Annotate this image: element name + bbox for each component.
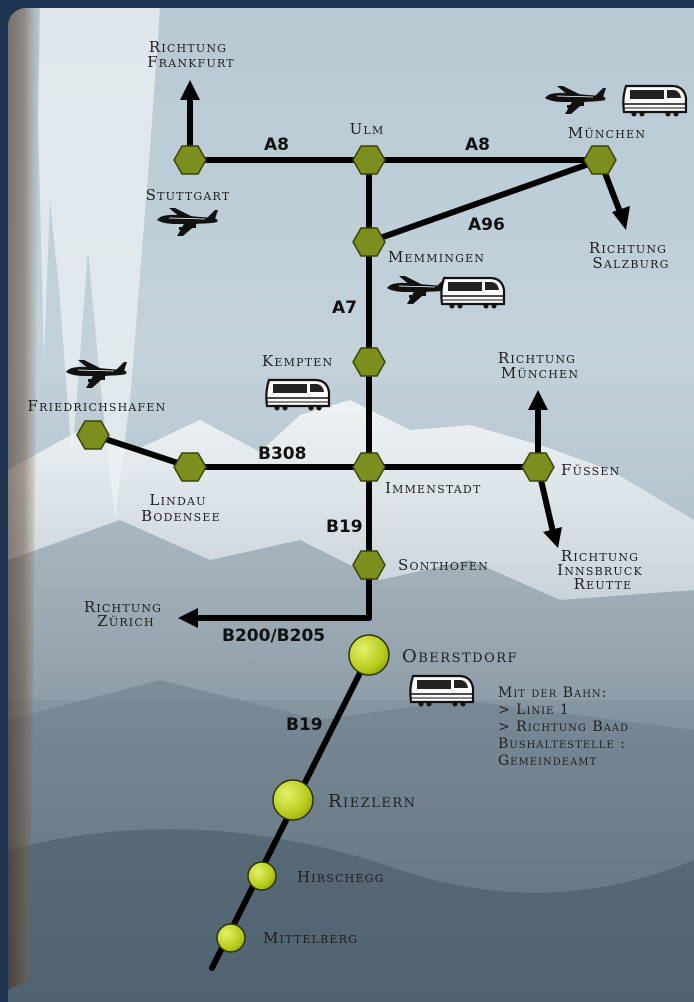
city-label-memmingen: Memmingen [388, 248, 485, 266]
train-icon [622, 84, 688, 118]
arrow-icon [543, 527, 562, 548]
node-stuttgart[interactable] [173, 145, 207, 175]
node-friedrichshafen[interactable] [76, 420, 110, 450]
city-labels: Stuttgart Ulm München Memmingen Kempten … [28, 120, 646, 947]
direction-label-innsbruck: Richtung Innsbruck Reutte [557, 547, 649, 593]
direction-label-salzburg: Richtung Salzburg [589, 239, 673, 272]
train-icon [409, 674, 475, 708]
roof-icicles [8, 8, 160, 990]
city-label-oberstdorf: Oberstdorf [402, 646, 518, 667]
direction-label-muenchen: Richtung München [498, 349, 582, 382]
city-label-riezlern: Riezlern [328, 791, 417, 812]
city-label-lindau: Lindau Bodensee [141, 491, 221, 525]
map-svg: A8 A8 A96 A7 B308 B19 B200/B205 B19 Stut… [8, 8, 694, 1002]
node-lindau[interactable] [173, 452, 207, 482]
node-sonthofen[interactable] [352, 550, 386, 580]
road-label-a7: A7 [332, 298, 357, 318]
road-label-a8: A8 [465, 135, 490, 155]
city-label-sonthofen: Sonthofen [398, 556, 489, 574]
node-memmingen[interactable] [352, 227, 386, 257]
city-label-fuessen: Füssen [561, 461, 620, 479]
road-label-a8: A8 [264, 135, 289, 155]
node-oberstdorf[interactable] [348, 634, 390, 676]
city-label-kempten: Kempten [262, 352, 333, 370]
city-nodes [76, 145, 617, 953]
direction-label-zuerich: Richtung Zürich [84, 598, 168, 630]
direction-labels: Richtung Frankfurt Richtung Salzburg Ric… [84, 38, 673, 630]
background-landscape [8, 8, 694, 1002]
city-label-mittelberg: Mittelberg [263, 929, 358, 947]
node-muenchen[interactable] [583, 145, 617, 175]
arrow-icon [612, 206, 630, 230]
node-immenstadt[interactable] [352, 452, 386, 482]
road-label-b19: B19 [326, 517, 363, 537]
node-fuessen[interactable] [521, 452, 555, 482]
city-label-ulm: Ulm [350, 120, 385, 138]
road-label-a96: A96 [468, 215, 505, 235]
road-label-b19: B19 [286, 715, 323, 735]
city-label-immenstadt: Immenstadt [385, 479, 481, 497]
direction-arrows [178, 80, 630, 628]
train-icon [265, 378, 331, 412]
city-label-stuttgart: Stuttgart [146, 186, 231, 204]
transport-info: Mit der Bahn: > Linie 1 > Richtung Baad … [498, 685, 635, 769]
node-riezlern[interactable] [272, 779, 314, 821]
arrow-icon [178, 608, 198, 628]
city-label-muenchen: München [568, 124, 646, 142]
arrow-icon [528, 390, 548, 410]
train-icon [440, 276, 506, 310]
map-panel: A8 A8 A96 A7 B308 B19 B200/B205 B19 Stut… [8, 8, 694, 1002]
node-kempten[interactable] [352, 347, 386, 377]
road-label-b308: B308 [258, 444, 306, 464]
node-hirschegg[interactable] [247, 861, 277, 891]
node-mittelberg[interactable] [216, 923, 246, 953]
node-ulm[interactable] [352, 145, 386, 175]
city-label-friedrichshafen: Friedrichshafen [28, 397, 167, 415]
road-label-b200-b205: B200/B205 [222, 626, 325, 646]
city-label-hirschegg: Hirschegg [297, 868, 385, 886]
arrow-icon [180, 80, 200, 100]
road-labels: A8 A8 A96 A7 B308 B19 B200/B205 B19 [222, 135, 505, 735]
direction-label-frankfurt: Richtung Frankfurt [147, 38, 235, 71]
